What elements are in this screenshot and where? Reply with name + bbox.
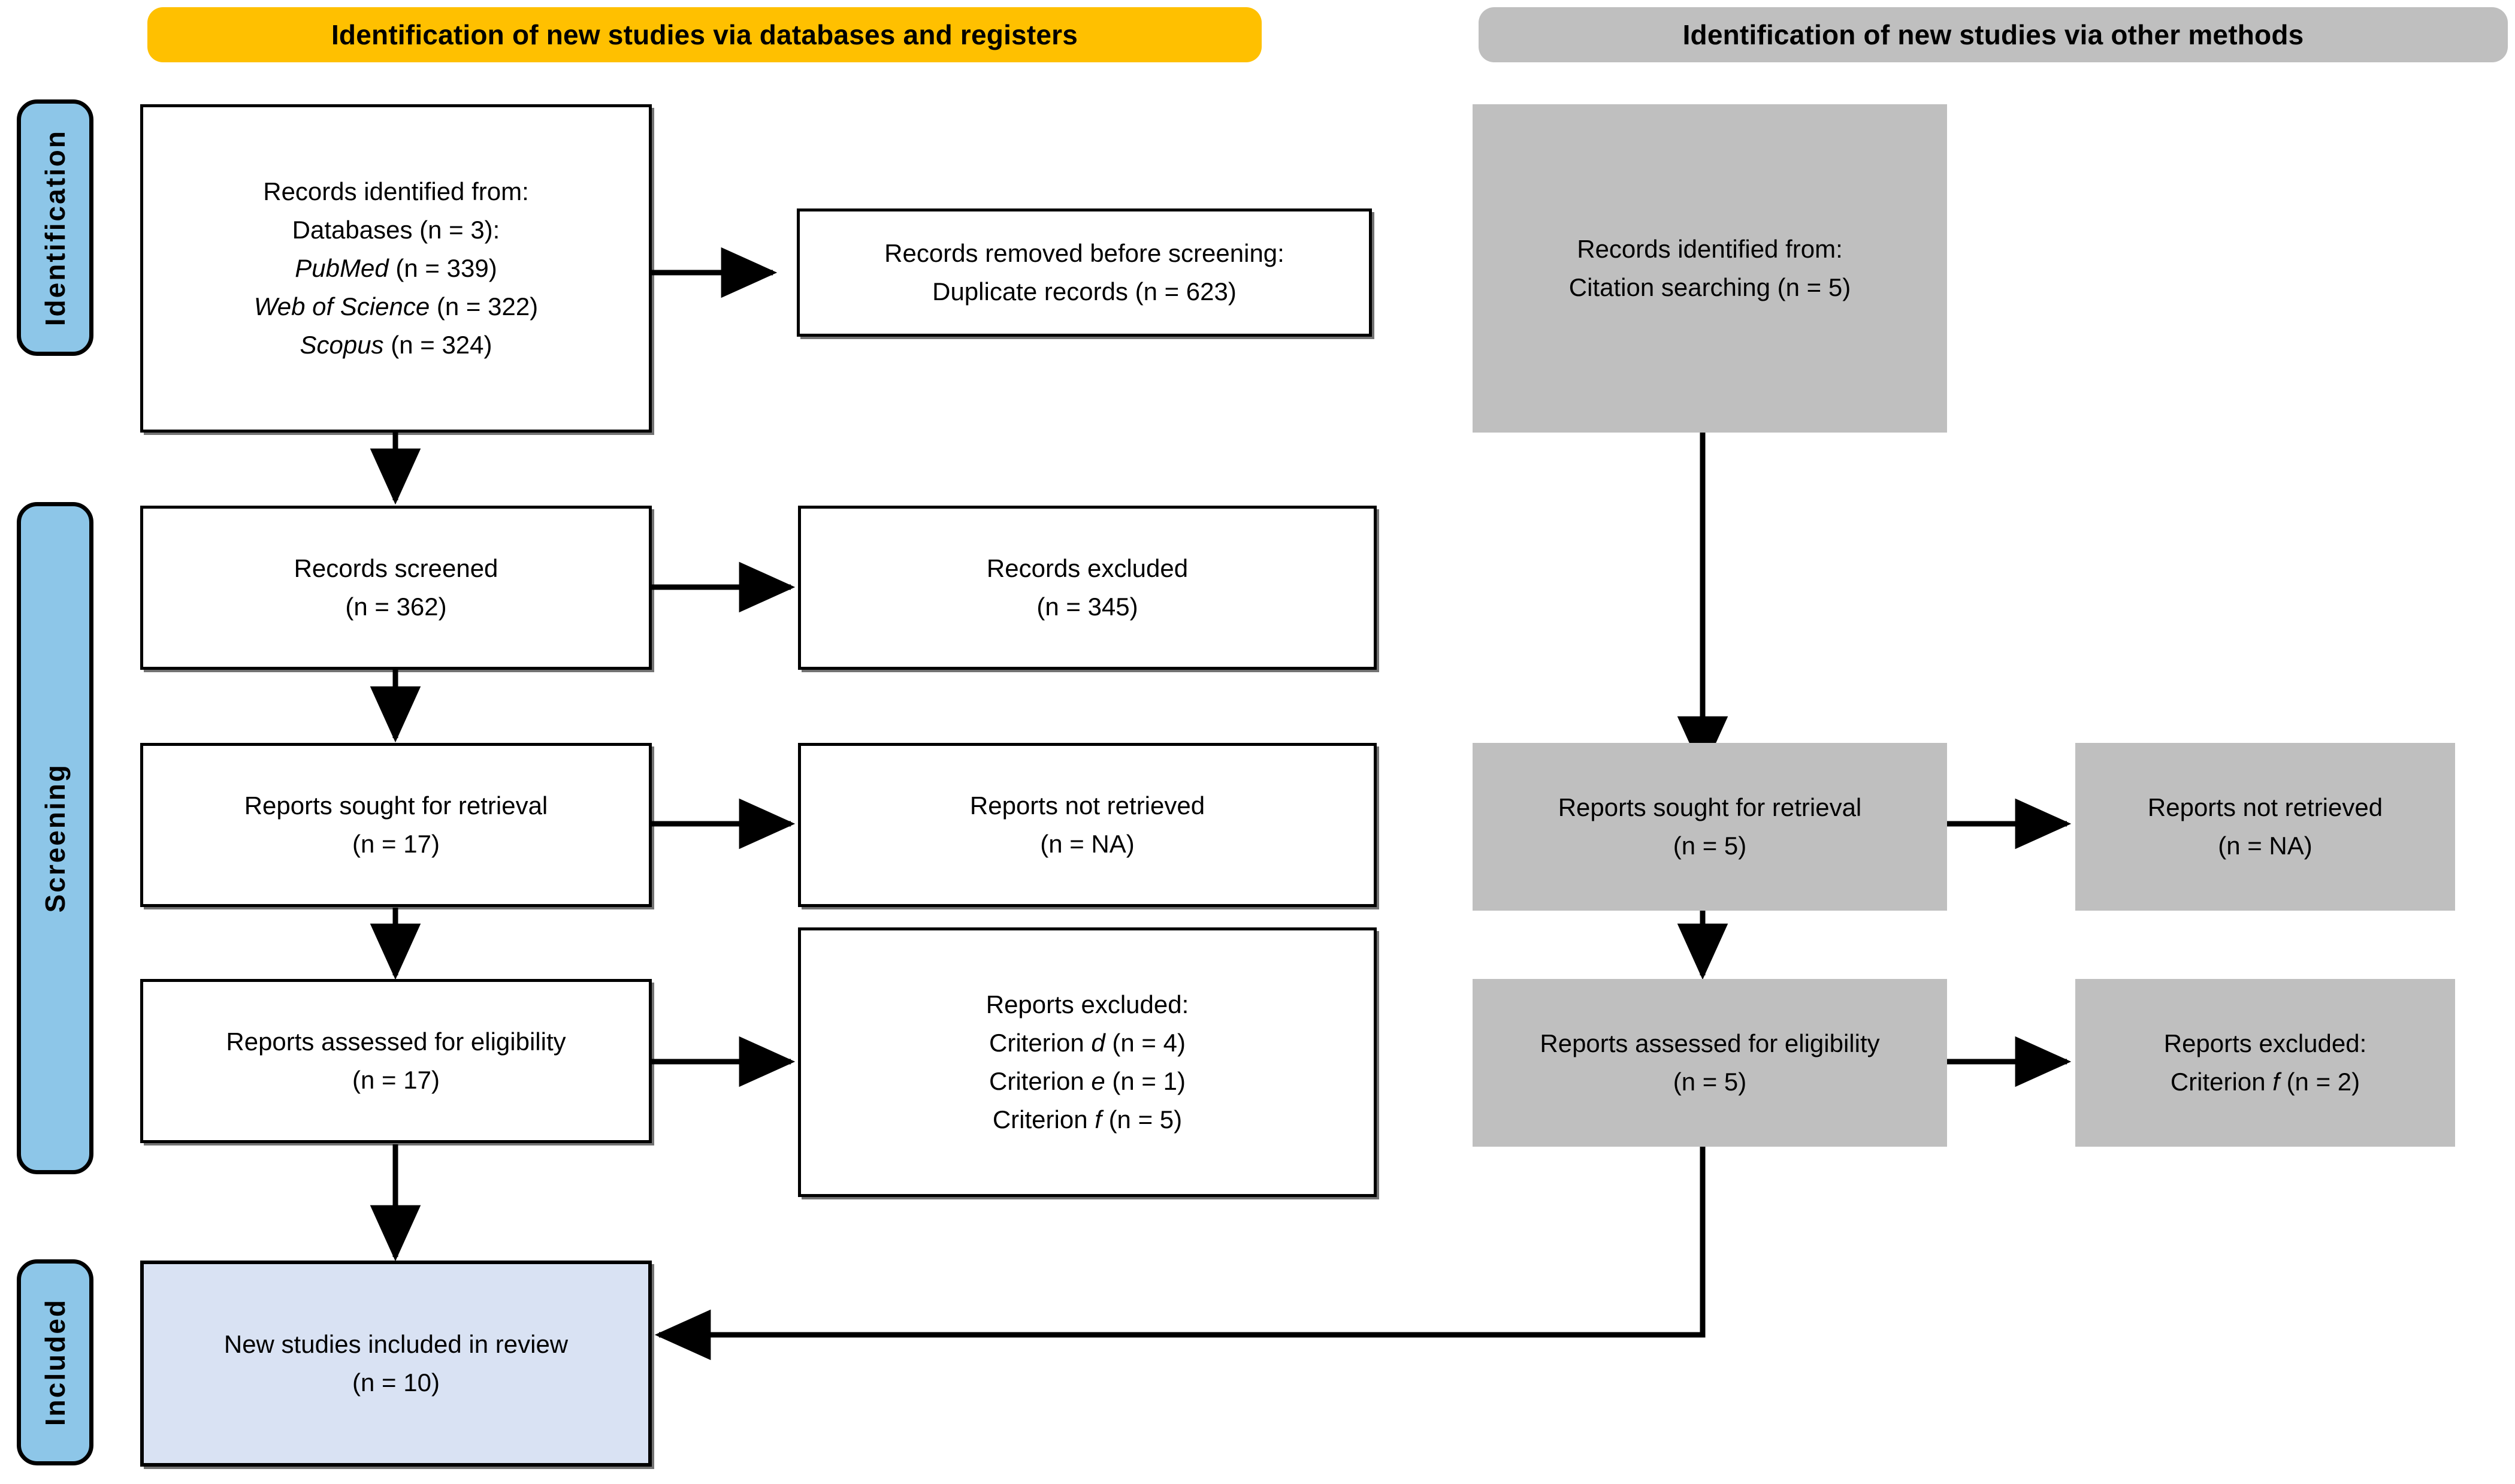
box-reports-sought: Reports sought for retrieval (n = 17) bbox=[140, 743, 652, 907]
box-other-reports-sought: Reports sought for retrieval (n = 5) bbox=[1473, 743, 1947, 911]
records-identified-line-1: Records identified from: bbox=[263, 177, 529, 206]
reports-sought-line-1: Reports sought for retrieval bbox=[244, 791, 548, 820]
box-reports-not-retrieved: Reports not retrieved (n = NA) bbox=[798, 743, 1377, 907]
other-reports-excluded-line-1: Reports excluded: bbox=[2163, 1029, 2367, 1058]
pubmed-source-name: PubMed bbox=[295, 254, 389, 283]
box-records-screened: Records screened (n = 362) bbox=[140, 506, 652, 670]
stage-tab-included: Included bbox=[17, 1259, 93, 1465]
reports-assessed-line-1: Reports assessed for eligibility bbox=[226, 1027, 566, 1056]
other-reports-assessed-line-1: Reports assessed for eligibility bbox=[1540, 1029, 1880, 1058]
records-screened-line-1: Records screened bbox=[294, 554, 498, 583]
box-records-excluded: Records excluded (n = 345) bbox=[798, 506, 1377, 670]
stage-tab-included-label: Included bbox=[40, 1298, 71, 1426]
other-reports-sought-line-1: Reports sought for retrieval bbox=[1558, 793, 1862, 822]
criterion-d-prefix: Criterion bbox=[989, 1029, 1092, 1057]
box-other-reports-not-retrieved: Reports not retrieved (n = NA) bbox=[2075, 743, 2455, 911]
other-records-identified-line-1: Records identified from: bbox=[1577, 235, 1843, 264]
other-criterion-f-letter: f bbox=[2272, 1068, 2280, 1096]
criterion-f-letter: f bbox=[1095, 1105, 1102, 1134]
records-identified-line-3: PubMed (n = 339) bbox=[295, 249, 497, 288]
reports-excluded-criterion-d: Criterion d (n = 4) bbox=[989, 1024, 1186, 1062]
stage-tab-identification-label: Identification bbox=[40, 129, 71, 327]
new-studies-included-line-2: (n = 10) bbox=[352, 1368, 440, 1397]
other-criterion-f-prefix: Criterion bbox=[2170, 1068, 2273, 1096]
banner-other-methods: Identification of new studies via other … bbox=[1479, 7, 2508, 62]
records-identified-line-2: Databases (n = 3): bbox=[292, 216, 500, 244]
records-identified-line-4: Web of Science (n = 322) bbox=[254, 288, 538, 326]
other-reports-assessed-line-2: (n = 5) bbox=[1673, 1068, 1747, 1096]
box-other-reports-excluded: Reports excluded: Criterion f (n = 2) bbox=[2075, 979, 2455, 1147]
records-screened-line-2: (n = 362) bbox=[345, 593, 447, 621]
other-records-identified-line-2: Citation searching (n = 5) bbox=[1568, 273, 1851, 301]
scopus-count: (n = 324) bbox=[383, 330, 492, 359]
scopus-source-name: Scopus bbox=[300, 330, 384, 359]
criterion-e-letter: e bbox=[1091, 1067, 1105, 1095]
banner-other-label: Identification of new studies via other … bbox=[1682, 19, 2304, 50]
box-reports-assessed: Reports assessed for eligibility (n = 17… bbox=[140, 979, 652, 1143]
criterion-d-letter: d bbox=[1091, 1029, 1105, 1057]
records-removed-line-1: Records removed before screening: bbox=[884, 239, 1284, 268]
pubmed-count: (n = 339) bbox=[388, 254, 497, 283]
criterion-d-count: (n = 4) bbox=[1105, 1029, 1186, 1057]
records-excluded-line-2: (n = 345) bbox=[1036, 593, 1138, 621]
box-other-records-identified: Records identified from: Citation search… bbox=[1473, 104, 1947, 433]
records-excluded-line-1: Records excluded bbox=[986, 554, 1189, 583]
criterion-e-count: (n = 1) bbox=[1105, 1067, 1186, 1095]
banner-databases-registers: Identification of new studies via databa… bbox=[147, 7, 1262, 62]
reports-assessed-line-2: (n = 17) bbox=[352, 1066, 440, 1094]
wos-count: (n = 322) bbox=[430, 292, 539, 321]
box-new-studies-included: New studies included in review (n = 10) bbox=[140, 1261, 652, 1467]
other-reports-not-retrieved-line-1: Reports not retrieved bbox=[2147, 793, 2383, 822]
box-other-reports-assessed: Reports assessed for eligibility (n = 5) bbox=[1473, 979, 1947, 1147]
criterion-f-count: (n = 5) bbox=[1101, 1105, 1183, 1134]
other-reports-not-retrieved-line-2: (n = NA) bbox=[2218, 832, 2313, 860]
new-studies-included-line-1: New studies included in review bbox=[223, 1330, 569, 1359]
criterion-f-prefix: Criterion bbox=[992, 1105, 1095, 1134]
wos-source-name: Web of Science bbox=[253, 292, 430, 321]
other-criterion-f-count: (n = 2) bbox=[2279, 1068, 2360, 1096]
criterion-e-prefix: Criterion bbox=[989, 1067, 1092, 1095]
reports-sought-line-2: (n = 17) bbox=[352, 830, 440, 858]
other-reports-excluded-criterion-f: Criterion f (n = 2) bbox=[2171, 1063, 2360, 1101]
reports-excluded-criterion-f: Criterion f (n = 5) bbox=[993, 1101, 1182, 1139]
reports-excluded-line-1: Reports excluded: bbox=[986, 990, 1189, 1019]
stage-tab-screening: Screening bbox=[17, 502, 93, 1174]
reports-excluded-criterion-e: Criterion e (n = 1) bbox=[989, 1062, 1186, 1101]
box-reports-excluded: Reports excluded: Criterion d (n = 4) Cr… bbox=[798, 927, 1377, 1197]
box-records-removed: Records removed before screening: Duplic… bbox=[797, 208, 1372, 337]
box-records-identified: Records identified from: Databases (n = … bbox=[140, 104, 652, 433]
reports-not-retrieved-line-1: Reports not retrieved bbox=[969, 791, 1205, 820]
records-removed-line-2: Duplicate records (n = 623) bbox=[932, 277, 1237, 306]
records-identified-line-5: Scopus (n = 324) bbox=[300, 326, 492, 364]
stage-tab-screening-label: Screening bbox=[40, 763, 71, 913]
other-reports-sought-line-2: (n = 5) bbox=[1673, 832, 1747, 860]
stage-tab-identification: Identification bbox=[17, 99, 93, 356]
reports-not-retrieved-line-2: (n = NA) bbox=[1040, 830, 1135, 858]
banner-databases-label: Identification of new studies via databa… bbox=[331, 19, 1078, 50]
